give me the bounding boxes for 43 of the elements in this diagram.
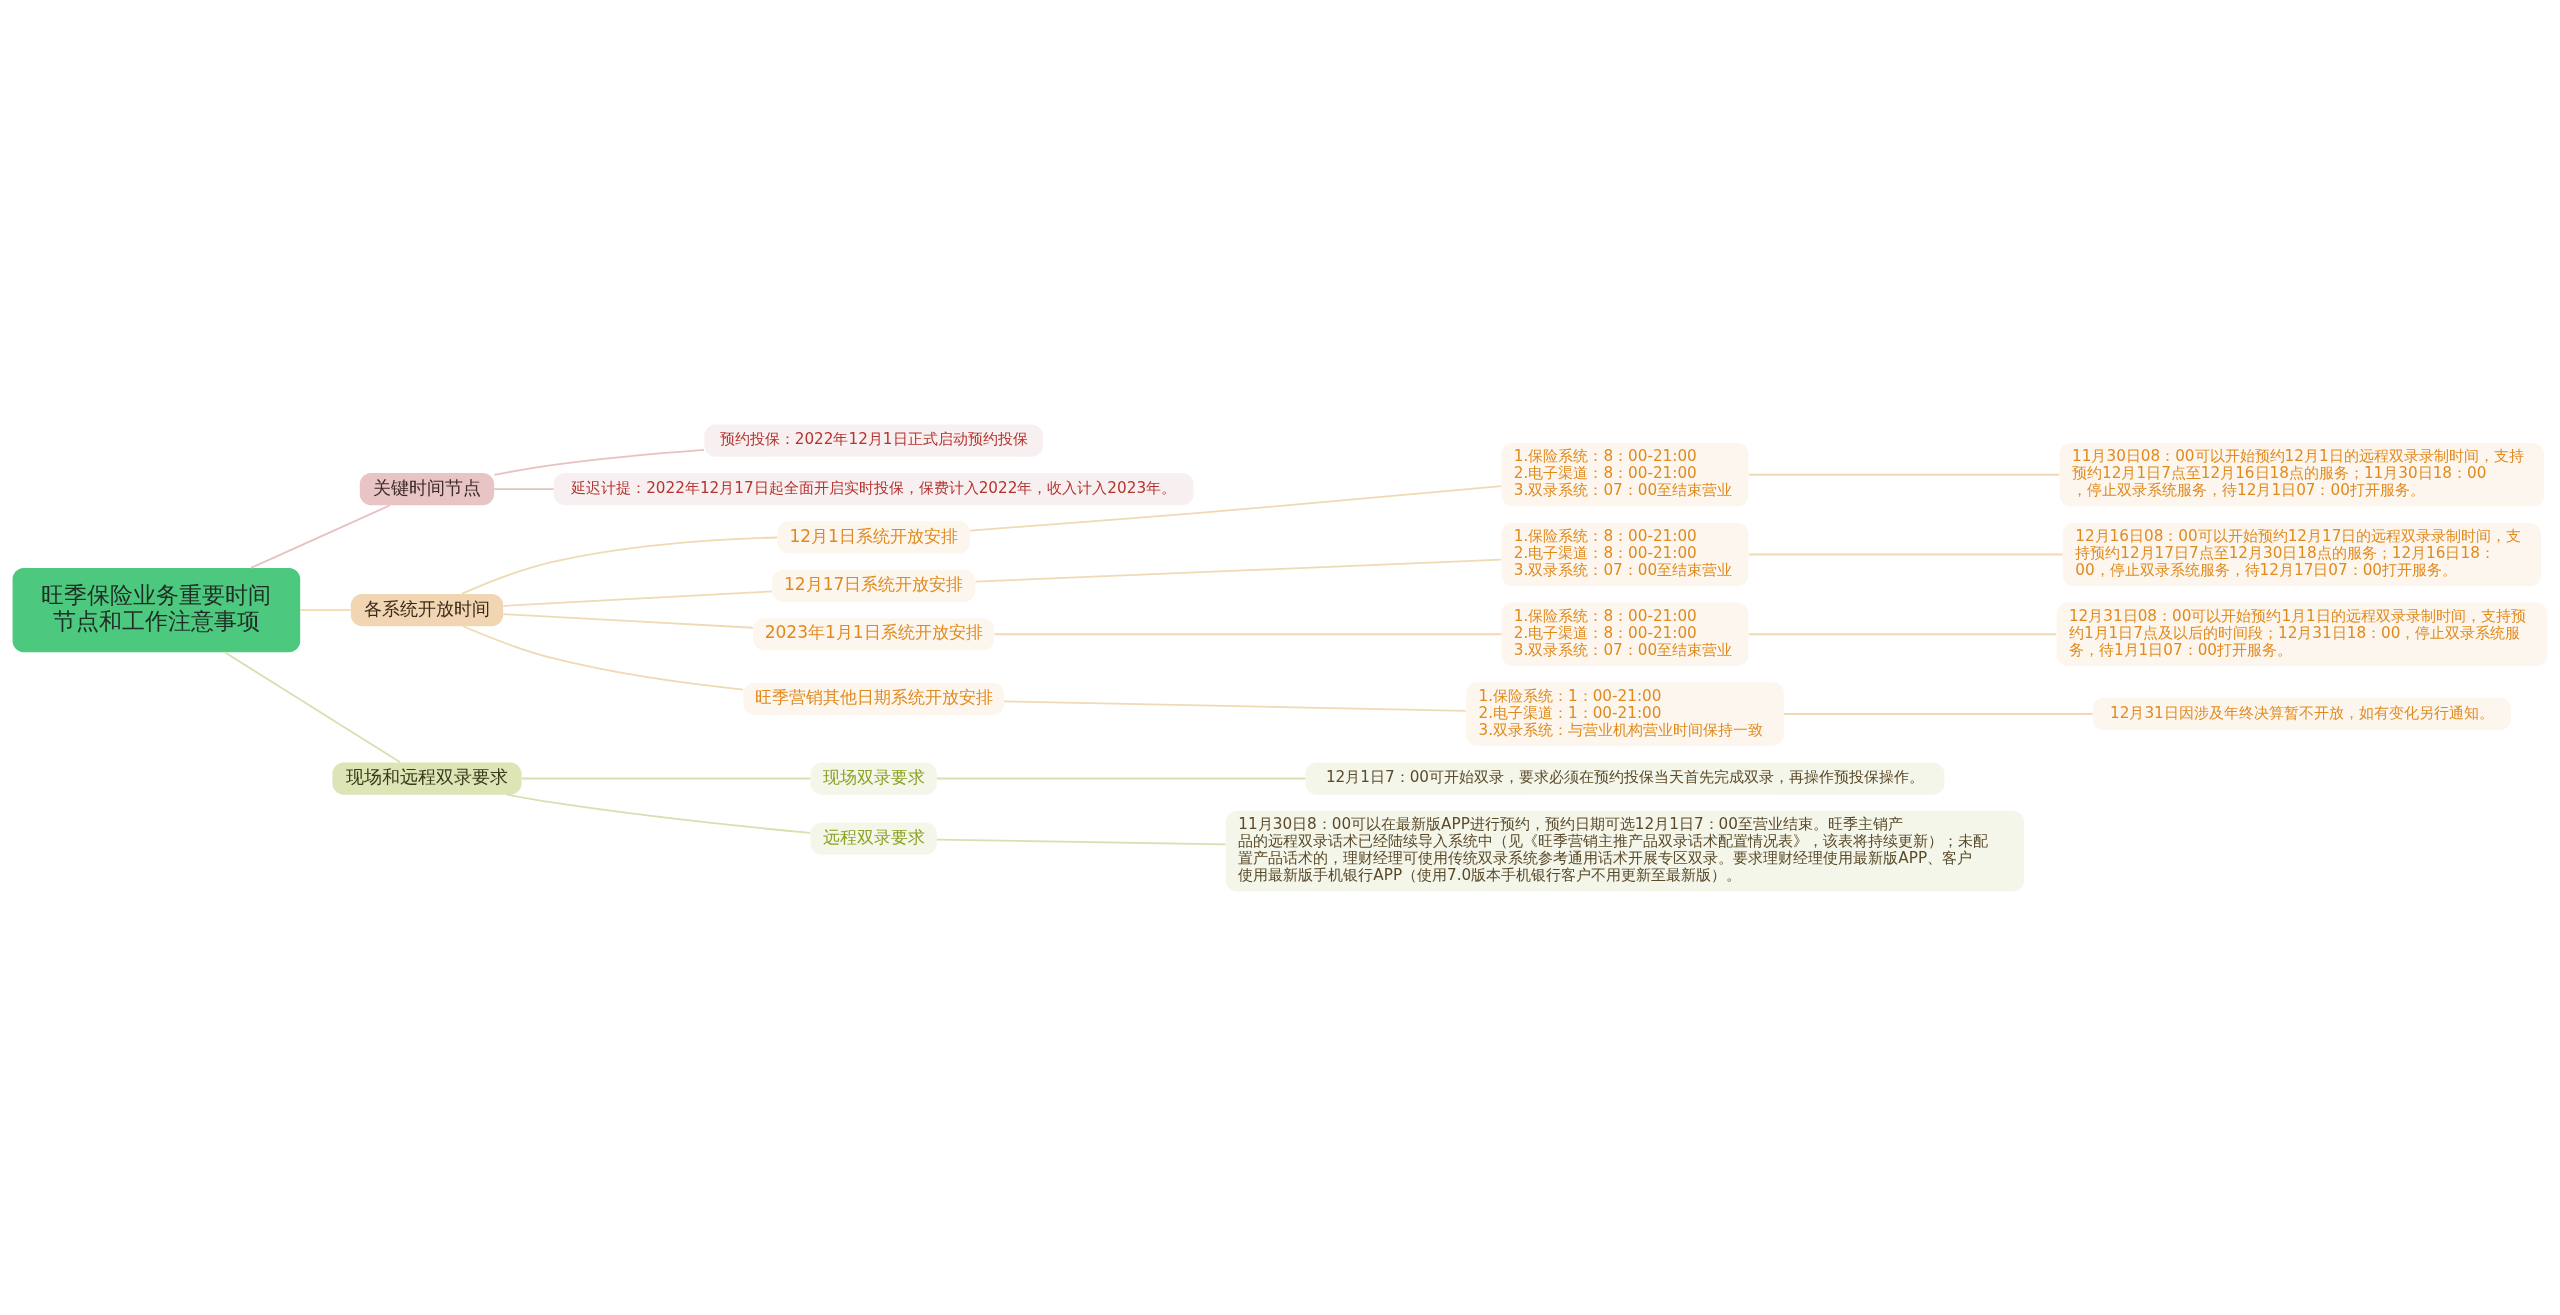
node-box: 关键时间节点 (359, 472, 495, 505)
connector (1748, 553, 2064, 555)
node-box: 12月31日08：00可以开始预约1月1日的远程双录录制时间，支持预约1月1日7点及以后的时间段；12月31日18：00，停止双录系统服务，待1月1日07：00打开服务。 (2056, 601, 2548, 666)
node-box: 1.保险系统：8：00-21:00 2.电子渠道：8：00-21:00 3.双录系统：07：00至结束营业 (1501, 601, 1749, 666)
connector (993, 632, 1503, 635)
connector (502, 589, 773, 607)
node-box: 12月1日7：00可开始双录，要求必须在预约投保当天首先完成双录，再操作预投保操作。 (1305, 761, 1945, 795)
connector (520, 777, 812, 779)
connector (1748, 632, 2057, 635)
node-box: 12月16日08：00可以开始预约12月17日的远程双录录制时间，支持预约12月17日7点至12月30日18点的服务；12月16日18：00，停止双录系统服务，待12月17日07：00打开服务。 (2062, 522, 2542, 586)
connector (1748, 473, 2061, 476)
connector (1783, 712, 2094, 715)
node-box: 12月1日系统开放安排 (777, 520, 970, 554)
connector (974, 558, 1503, 583)
node-box: 延迟计提：2022年12月17日起全面开启实时投保，保费计入2022年，收入计入2023年。 (553, 472, 1194, 505)
connector (969, 484, 1503, 531)
node-box: 旺季营销其他日期系统开放安排 (743, 682, 1004, 715)
connector (502, 612, 754, 629)
connector (250, 503, 391, 569)
node-box: 现场和远程双录要求 (332, 761, 522, 795)
connector (460, 536, 778, 595)
node-box: 2023年1月1日系统开放安排 (753, 617, 995, 650)
connector (493, 448, 705, 476)
node-box: 现场双录要求 (810, 761, 937, 795)
node-box: 12月31日因涉及年终决算暂不开放，如有变化另行通知。 (2092, 697, 2512, 730)
node-box: 1.保险系统：8：00-21:00 2.电子渠道：8：00-21:00 3.双录系统：07：00至结束营业 (1501, 442, 1749, 507)
connector (1003, 700, 1467, 712)
node-box: 各系统开放时间 (350, 593, 504, 626)
connector (462, 624, 744, 690)
node-box: 旺季保险业务重要时间节点和工作注意事项 (12, 567, 301, 652)
node-box: 远程双录要求 (810, 821, 937, 855)
node-box: 1.保险系统：8：00-21:00 2.电子渠道：8：00-21:00 3.双录系统：07：00至结束营业 (1501, 522, 1749, 586)
node-box: 12月17日系统开放安排 (771, 569, 976, 602)
connector (506, 793, 812, 834)
connector (223, 650, 402, 763)
connector (935, 838, 1227, 845)
node-box: 1.保险系统：1：00-21:00 2.电子渠道：1：00-21:00 3.双录系统：与营业机构营业时间保持一致 (1465, 681, 1784, 746)
node-box: 11月30日08：00可以开始预约12月1日的远程双录录制时间，支持预约12月1日7点至12月16日18点的服务；11月30日18：00，停止双录系统服务，待12月1日07：00打开服务。 (2059, 442, 2545, 507)
node-box: 预约投保：2022年12月1日正式启动预约投保 (704, 424, 1043, 457)
connector (493, 487, 555, 490)
connector (299, 608, 352, 611)
connector (935, 777, 1307, 779)
node-box: 11月30日8：00可以在最新版APP进行预约，预约日期可选12月1日7：00至营业结束。旺季主销产品的远程双录话术已经陆续导入系统中（见《旺季营销主推产品双录话术配置情况表》，该表将持续更新）；未配置产品话术的，理财经理可使用传统双录系统参考通用话术开展专区双录。要求理财经理使用最新版APP、客户使用最新版手机银行APP（使用7.0版本手机银行客户不用更新至最新版）。 (1225, 810, 2025, 891)
